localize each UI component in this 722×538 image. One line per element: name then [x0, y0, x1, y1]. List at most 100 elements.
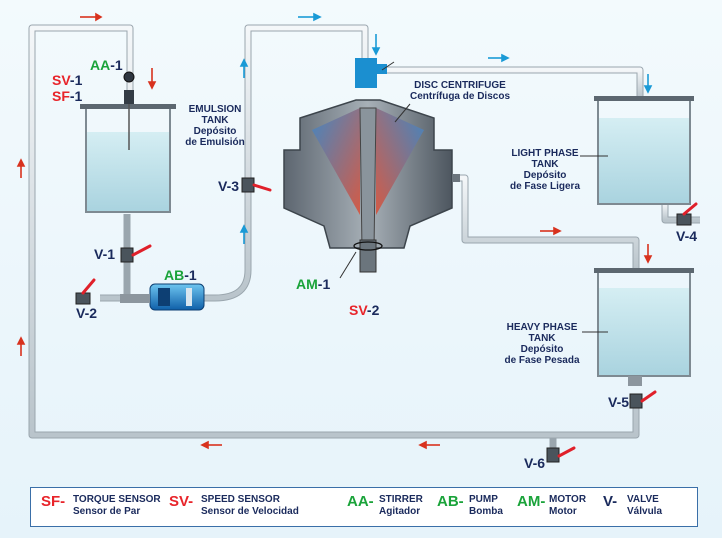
label-line: Depósito — [523, 170, 567, 181]
label-line: TANK — [201, 115, 229, 126]
heavy-tank-label: HEAVY PHASE TANK Depósito de Fase Pesada — [494, 322, 590, 366]
tag-number: -5 — [616, 394, 630, 410]
label-line: Depósito — [193, 126, 237, 137]
tag-v5: V-5 — [608, 394, 629, 410]
tag-number: -3 — [226, 178, 240, 194]
tag-prefix: SV — [349, 302, 367, 318]
tag-prefix: SV — [52, 72, 70, 88]
stirrer-motor — [124, 90, 134, 104]
tag-number: -1 — [69, 72, 83, 88]
arrow-red-icon — [643, 244, 653, 264]
tag-ab1: AB-1 — [164, 267, 197, 283]
tag-prefix: V — [524, 455, 533, 471]
legend-es: Agitador — [379, 506, 421, 517]
label-line: LIGHT PHASE — [511, 148, 579, 159]
tag-v3: V-3 — [218, 178, 239, 194]
label-line: DISC CENTRIFUGE — [414, 80, 506, 91]
label-line: de Fase Pesada — [504, 355, 580, 366]
arrow-red-icon — [80, 12, 103, 22]
legend-code: SV- — [169, 493, 194, 510]
motor-coupling-icon — [353, 241, 383, 251]
emulsion-tank-label: EMULSION TANK Depósito de Emulsión — [174, 104, 256, 148]
valve-v6 — [546, 446, 576, 463]
speed-sensor-icon — [123, 71, 135, 83]
legend-en: STIRRER — [379, 494, 423, 505]
tag-number: -2 — [366, 302, 380, 318]
valves — [75, 177, 698, 463]
tag-v2: V-2 — [76, 305, 97, 321]
tag-v6: V-6 — [524, 455, 545, 471]
valve-v3 — [241, 177, 272, 193]
tag-prefix: V — [218, 178, 227, 194]
centrifuge-inlet — [355, 58, 377, 88]
label-line: EMULSION — [188, 104, 242, 115]
tag-prefix: AA — [90, 57, 111, 73]
heavy-phase-tank — [594, 268, 694, 386]
light-phase-tank — [594, 96, 694, 205]
tag-number: -6 — [532, 455, 546, 471]
valve-v1 — [120, 244, 152, 263]
tag-v1: V-1 — [94, 246, 115, 262]
tag-aa1: AA-1 — [90, 57, 123, 73]
light-tank-label: LIGHT PHASE TANK Depósito de Fase Ligera — [500, 148, 590, 192]
legend-es: Motor — [549, 506, 577, 517]
tag-number: -1 — [110, 57, 123, 73]
arrow-red-icon — [200, 440, 222, 450]
leader-lines — [339, 61, 608, 333]
legend-es: Sensor de Velocidad — [201, 506, 299, 517]
arrow-blue-icon — [298, 12, 322, 22]
tag-prefix: AM — [296, 276, 318, 292]
arrow-red-icon — [540, 226, 562, 236]
tag-prefix: SF — [52, 88, 70, 104]
valve-v4 — [676, 202, 698, 226]
arrow-blue-icon — [239, 58, 249, 78]
tag-number: -1 — [102, 246, 116, 262]
label-line: TANK — [531, 159, 559, 170]
emulsion-tank — [80, 71, 176, 213]
tag-sf1: SF-1 — [52, 88, 82, 104]
flow-arrows — [16, 12, 653, 450]
label-line: de Fase Ligera — [509, 181, 581, 192]
tag-sv2: SV-2 — [349, 302, 379, 318]
arrow-blue-icon — [643, 74, 653, 94]
legend-es: Sensor de Par — [73, 506, 141, 517]
legend-en: TORQUE SENSOR — [73, 494, 161, 505]
pump — [120, 283, 205, 311]
tag-number: -4 — [684, 228, 698, 244]
tag-prefix: AB — [164, 267, 185, 283]
legend-en: SPEED SENSOR — [201, 494, 280, 505]
tag-number: -2 — [84, 305, 98, 321]
legend-es: Bomba — [469, 506, 503, 517]
valve-v2 — [75, 278, 96, 305]
label-line: Centrífuga de Discos — [409, 91, 511, 102]
arrow-red-icon — [418, 440, 440, 450]
tag-prefix: V — [608, 394, 617, 410]
arrow-blue-icon — [371, 34, 381, 56]
legend-en: MOTOR — [549, 494, 587, 505]
tag-sv1: SV-1 — [52, 72, 82, 88]
legend-code: AA- — [347, 493, 374, 510]
tag-am1: AM-1 — [296, 276, 330, 292]
valve-v5 — [629, 390, 657, 409]
legend-es: Válvula — [627, 506, 663, 517]
arrow-red-icon — [147, 68, 157, 90]
legend-code: V- — [603, 493, 618, 510]
label-line: de Emulsión — [185, 137, 245, 148]
legend-en: VALVE — [627, 494, 659, 505]
disc-centrifuge — [283, 58, 460, 273]
legend-en: PUMP — [469, 494, 498, 505]
arrow-red-icon — [16, 158, 26, 178]
tag-number: -1 — [69, 88, 83, 104]
legend-code: SF- — [41, 493, 66, 510]
legend-code: AB- — [437, 493, 464, 510]
tag-number: -1 — [184, 267, 197, 283]
tag-prefix: V — [76, 305, 85, 321]
arrow-blue-icon — [488, 53, 510, 63]
label-line: Depósito — [520, 344, 564, 355]
label-line: TANK — [528, 333, 556, 344]
tag-prefix: V — [94, 246, 103, 262]
tag-number: -1 — [317, 276, 331, 292]
